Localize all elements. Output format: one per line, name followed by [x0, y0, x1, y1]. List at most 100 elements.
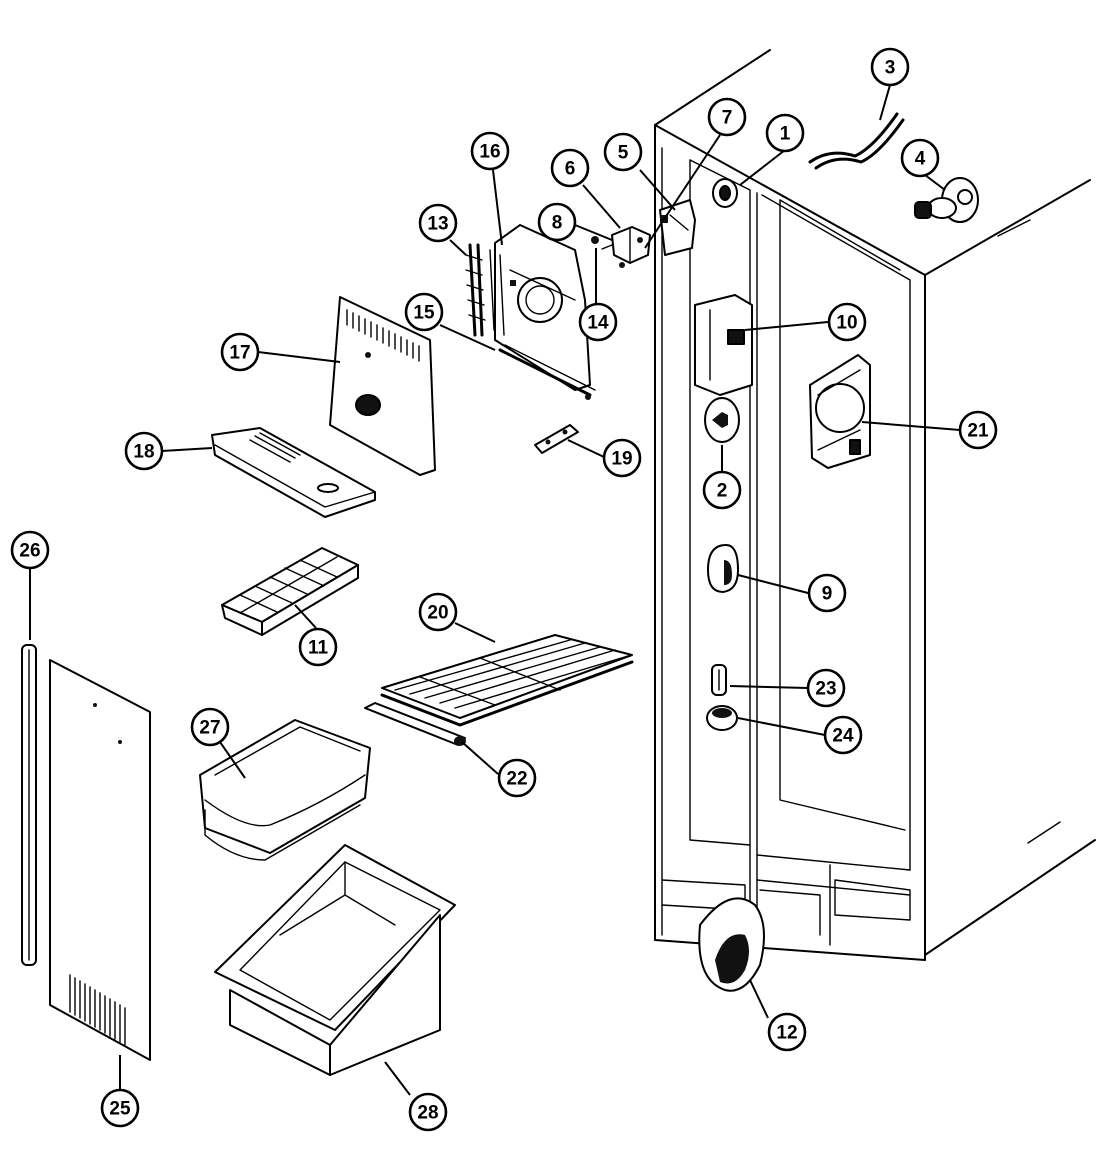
callout-circle: [767, 1012, 807, 1052]
part-23: [711, 664, 727, 696]
clip-19: [534, 424, 579, 454]
callout-13: 13: [418, 203, 458, 243]
callout-number: 11: [308, 638, 329, 659]
callout-15: 15: [404, 292, 444, 332]
strip-26: [21, 644, 37, 966]
rod-15: [498, 344, 596, 400]
callout-circle: [408, 1092, 448, 1132]
callout-28: 28: [408, 1092, 448, 1132]
bin-27: [199, 719, 371, 861]
callout-circle: [870, 47, 910, 87]
callout-circle: [806, 668, 846, 708]
callout-number: 7: [722, 108, 733, 129]
callout-19: 19: [602, 438, 642, 478]
screw-14: [591, 236, 599, 244]
callout-number: 17: [229, 343, 250, 364]
callout-circle: [765, 113, 805, 153]
callout-number: 5: [618, 143, 629, 164]
callout-number: 1: [780, 124, 791, 145]
callout-number: 26: [19, 541, 40, 562]
callout-number: 12: [776, 1023, 797, 1044]
callout-circle: [470, 131, 510, 171]
callout-25: 25: [100, 1088, 140, 1128]
callout-11: 11: [298, 627, 338, 667]
callout-circle: [550, 148, 590, 188]
callout-circle: [190, 707, 230, 747]
leader-lines: [29, 84, 961, 1096]
callout-number: 16: [479, 142, 500, 163]
callout-12: 12: [767, 1012, 807, 1052]
tube-3: [808, 112, 905, 170]
callout-circle: [823, 715, 863, 755]
callout-circle: [807, 573, 847, 613]
panel-25: [49, 659, 151, 1061]
callout-number: 14: [587, 313, 609, 334]
callout-circle: [578, 302, 618, 342]
callout-6: 6: [550, 148, 590, 188]
callout-circle: [418, 203, 458, 243]
control-2: [704, 397, 740, 443]
ice-bucket-28: [214, 844, 456, 1076]
wire-shelf-20: [380, 634, 634, 727]
callout-circle: [827, 302, 867, 342]
rail-22: [364, 702, 466, 746]
callout-circle: [10, 530, 50, 570]
callout-number: 20: [427, 603, 448, 624]
callout-number: 19: [611, 449, 632, 470]
callout-number: 28: [417, 1103, 438, 1124]
callout-5: 5: [603, 132, 643, 172]
plate-16: [494, 224, 591, 391]
callout-26: 26: [10, 530, 50, 570]
callout-circle: [707, 97, 747, 137]
callout-number: 13: [427, 214, 448, 235]
callout-1: 1: [765, 113, 805, 153]
callout-2: 2: [702, 470, 742, 510]
callout-number: 4: [915, 149, 926, 170]
callout-number: 8: [552, 213, 563, 234]
callout-number: 9: [822, 584, 833, 605]
callout-number: 24: [832, 726, 854, 747]
callout-21: 21: [958, 410, 998, 450]
callout-number: 3: [885, 58, 896, 79]
callout-22: 22: [497, 758, 537, 798]
callout-23: 23: [806, 668, 846, 708]
bracket-5: [659, 199, 696, 256]
callout-circle: [220, 332, 260, 372]
heater-13: [465, 243, 505, 337]
part-24: [706, 705, 738, 731]
callout-17: 17: [220, 332, 260, 372]
freezer-cabinet: [654, 49, 1096, 961]
callout-9: 9: [807, 573, 847, 613]
callout-circle: [702, 470, 742, 510]
callout-3: 3: [870, 47, 910, 87]
part-9: [707, 544, 739, 593]
part-6-8: [601, 226, 651, 268]
housing-10: [694, 294, 753, 396]
cover-17: [329, 296, 436, 476]
callout-circle: [602, 438, 642, 478]
callout-circle: [418, 592, 458, 632]
callout-number: 25: [109, 1099, 131, 1120]
callout-14: 14: [578, 302, 618, 342]
fan-bracket-21: [809, 354, 871, 469]
callout-16: 16: [470, 131, 510, 171]
callout-number: 2: [717, 481, 728, 502]
callout-circle: [958, 410, 998, 450]
callout-number: 27: [199, 718, 220, 739]
callout-18: 18: [124, 431, 164, 471]
callout-number: 18: [133, 442, 154, 463]
callout-number: 15: [413, 303, 435, 324]
callout-circle: [603, 132, 643, 172]
callout-number: 22: [506, 769, 527, 790]
callout-27: 27: [190, 707, 230, 747]
callout-circle: [404, 292, 444, 332]
callout-number: 21: [967, 421, 989, 442]
callout-20: 20: [418, 592, 458, 632]
ice-tray-11: [221, 547, 359, 636]
valve-4: [914, 177, 979, 223]
callout-circle: [124, 431, 164, 471]
callout-24: 24: [823, 715, 863, 755]
callout-4: 4: [900, 138, 940, 178]
